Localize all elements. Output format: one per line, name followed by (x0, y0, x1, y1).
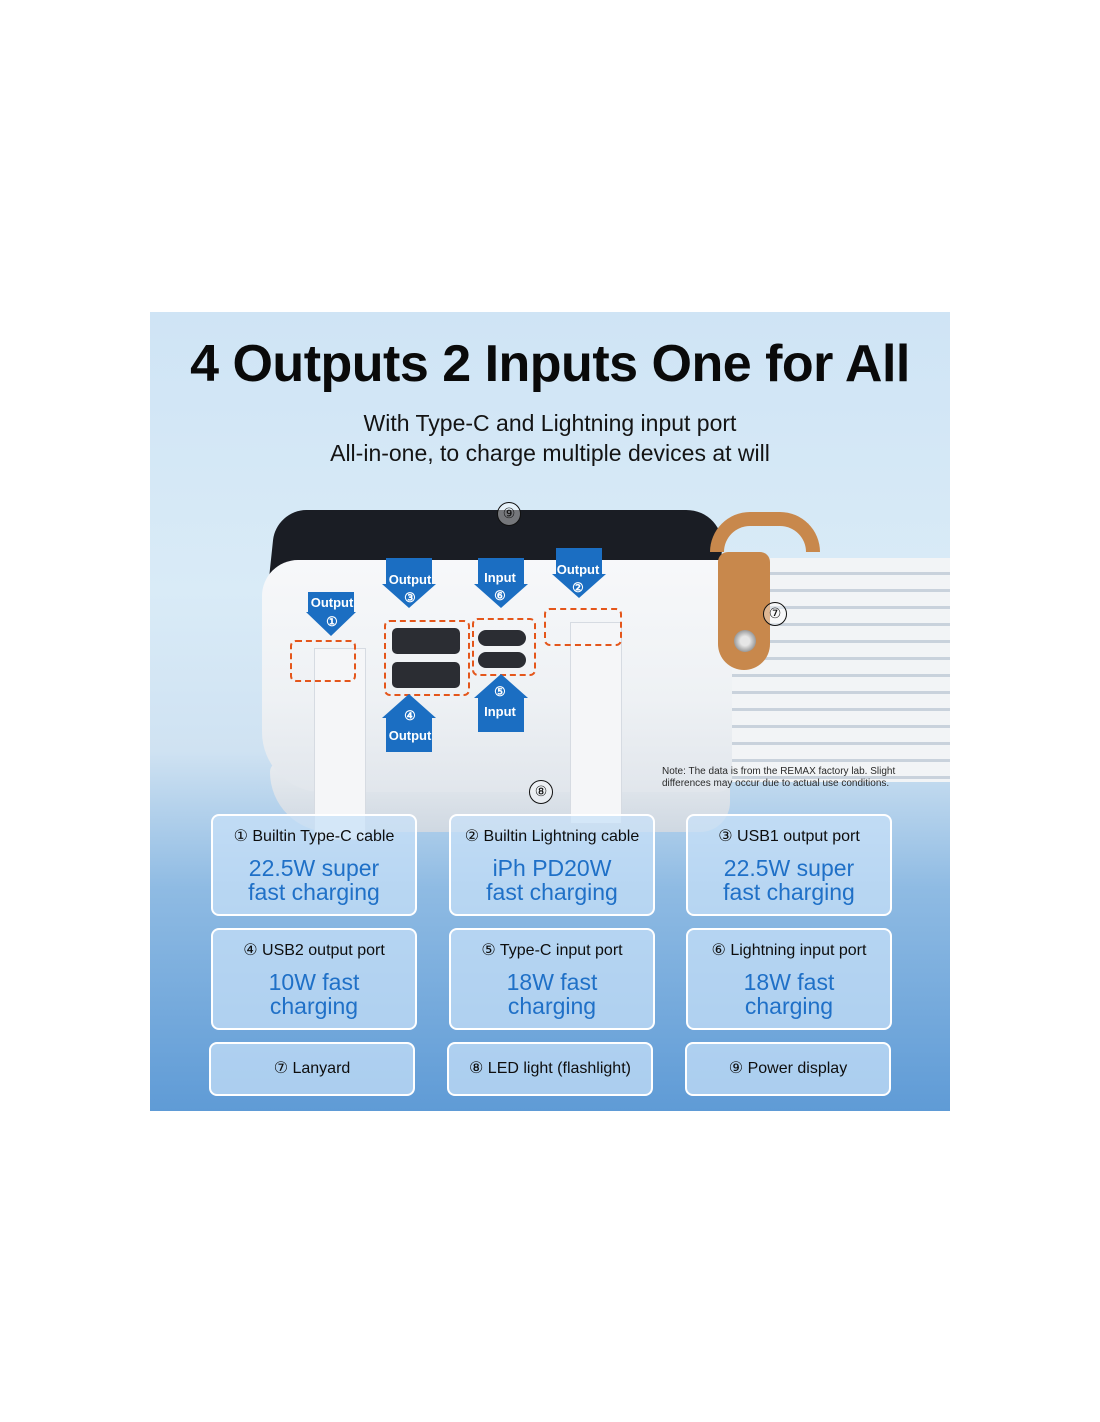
callout-number-8: ⑧ (529, 780, 553, 804)
card-lightning-input: ⑥ Lightning input port 18W fast charging (686, 928, 892, 1030)
product-infographic: 4 Outputs 2 Inputs One for All With Type… (150, 312, 950, 1111)
typec-input-port (478, 652, 526, 668)
card-label: ⑧ LED light (flashlight) (469, 1060, 631, 1077)
card-power-display: ⑨ Power display (685, 1042, 891, 1096)
card-value: 22.5W super fast charging (723, 855, 855, 905)
subtitle-line-2: All-in-one, to charge multiple devices a… (330, 440, 770, 466)
card-label: ③ USB1 output port (718, 828, 860, 845)
page-title: 4 Outputs 2 Inputs One for All (190, 335, 910, 393)
usb1-port (392, 628, 460, 654)
card-usb1-output: ③ USB1 output port 22.5W super fast char… (686, 814, 892, 916)
lanyard-screw (734, 630, 756, 652)
card-value: 18W fast charging (743, 969, 835, 1019)
card-value: 10W fast charging (268, 969, 360, 1019)
card-label: ⑥ Lightning input port (711, 942, 867, 959)
card-label: ⑨ Power display (728, 1060, 848, 1077)
card-label: ⑤ Type-C input port (481, 942, 623, 959)
callout-number-9: ⑨ (497, 502, 521, 526)
callout-box-5-6 (472, 618, 536, 676)
card-value: 22.5W super fast charging (248, 855, 380, 905)
callout-box-2 (544, 608, 622, 646)
subtitle-line-1: With Type-C and Lightning input port (363, 410, 737, 436)
card-value: iPh PD20W fast charging (486, 855, 618, 905)
lanyard-loop (710, 512, 820, 552)
card-label: ④ USB2 output port (243, 942, 385, 959)
card-typec-cable: ① Builtin Type-C cable 22.5W super fast … (211, 814, 417, 916)
lightning-input-port (478, 630, 526, 646)
card-label: ② Builtin Lightning cable (464, 828, 640, 845)
lab-data-note: Note: The data is from the REMAX factory… (662, 766, 896, 789)
card-label: ⑦ Lanyard (273, 1060, 351, 1077)
callout-box-3-4 (384, 620, 470, 696)
lightning-cable (570, 622, 622, 824)
callout-number-7: ⑦ (763, 602, 787, 626)
card-value: 18W fast charging (506, 969, 598, 1019)
card-led-light: ⑧ LED light (flashlight) (447, 1042, 653, 1096)
usb2-port (392, 662, 460, 688)
card-lanyard: ⑦ Lanyard (209, 1042, 415, 1096)
card-label: ① Builtin Type-C cable (233, 828, 395, 845)
card-usb2-output: ④ USB2 output port 10W fast charging (211, 928, 417, 1030)
card-lightning-cable: ② Builtin Lightning cable iPh PD20W fast… (449, 814, 655, 916)
callout-box-1 (290, 640, 356, 682)
card-typec-input: ⑤ Type-C input port 18W fast charging (449, 928, 655, 1030)
